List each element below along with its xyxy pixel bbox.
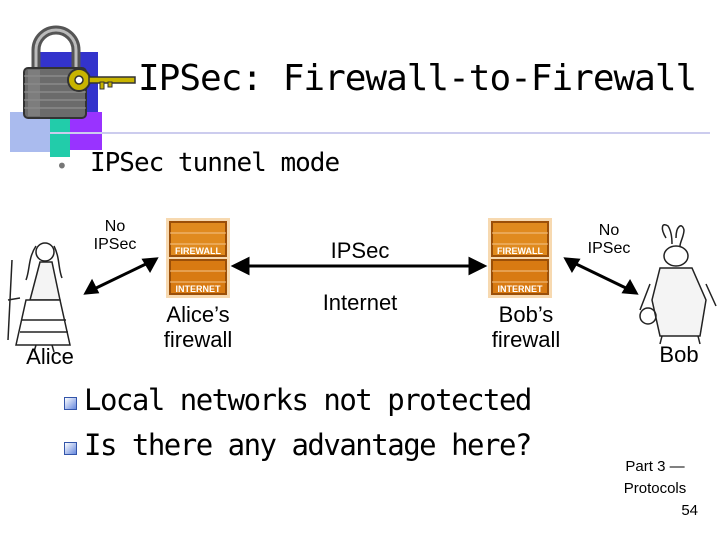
slide-footer: Part 3 — Protocols 54 (612, 456, 698, 522)
bob-label: Bob (659, 342, 699, 367)
bob-firewall-icon (488, 218, 552, 298)
alice-firewall-label: Alice’s firewall (163, 302, 233, 353)
page-number: 54 (681, 502, 698, 519)
tunnel-arrowhead-left (230, 256, 250, 276)
sub-bullet-text: IPSec tunnel mode (90, 148, 340, 178)
bob-link-arrow (571, 260, 631, 292)
internet-label: Internet (322, 290, 398, 315)
title-divider (50, 132, 710, 134)
alice-firewall-sign-bottom: INTERNET (176, 284, 222, 294)
page-title: IPSec: Firewall-to-Firewall (138, 58, 697, 99)
bob-figure-icon (639, 224, 717, 345)
bob-link-arrowhead (563, 257, 581, 274)
right-no-ipsec-label: No IPSec (587, 222, 631, 258)
alice-firewall-sign-top: FIREWALL (175, 246, 221, 256)
bob-firewall-sign-top: FIREWALL (497, 246, 543, 256)
bullet-text: Local networks not protected (84, 383, 532, 417)
bob-firewall-label: Bob’s firewall (491, 302, 561, 353)
checkbox-bullet-icon (64, 442, 77, 455)
bullet-text: Is there any advantage here? (84, 428, 532, 462)
bob-firewall-sign-bottom: INTERNET (498, 284, 544, 294)
alice-label: Alice (26, 344, 74, 369)
footer-part-label: Part 3 — (625, 458, 685, 475)
decor-square-teal (50, 112, 70, 157)
bob-link-arrowtail (621, 278, 639, 295)
bullet-dot-icon: • (56, 154, 68, 178)
alice-firewall-icon (166, 218, 230, 298)
footer-section-label: Protocols (623, 480, 687, 497)
tunnel-label: IPSec (330, 238, 390, 263)
key-icon (67, 68, 136, 92)
left-no-ipsec-label: No IPSec (93, 218, 137, 254)
tunnel-arrowhead-right (468, 256, 488, 276)
checkbox-bullet-icon (64, 397, 77, 410)
alice-figure-icon (7, 242, 71, 353)
alice-link-arrow (91, 260, 151, 292)
alice-link-arrowtail (83, 278, 100, 295)
alice-link-arrowhead (141, 257, 159, 274)
